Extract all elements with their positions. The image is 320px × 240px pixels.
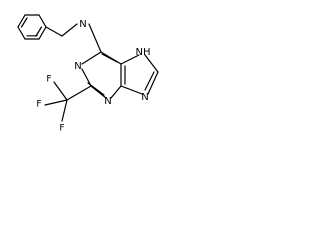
c2-n3-bond (90, 85, 107, 99)
molecule-structure: N N N NH N F F F (17, 14, 159, 134)
benzene-bond-4 (38, 26, 47, 40)
n9-c4-bond (120, 85, 143, 95)
benzene-bond-6 (17, 26, 26, 40)
c2-cf3-bond (66, 85, 92, 101)
amine-n-label: N (79, 19, 86, 30)
purine-nh-label: NH (136, 47, 151, 58)
n7-c8-bond (144, 54, 159, 73)
trifluoromethyl-group (44, 81, 92, 122)
c8-n9-double-bond (144, 71, 155, 91)
benzene-ring (17, 14, 47, 40)
cf3-f-bottom-bond (61, 99, 68, 122)
n3-c4-bond (110, 85, 122, 99)
purine-n9-label: N (141, 92, 148, 103)
fluorine-bottom-label: F (59, 124, 64, 134)
fluorine-left-label: F (36, 100, 41, 110)
c2-n3-double-bond (87, 82, 105, 96)
benzene-bond-1 (17, 14, 26, 28)
amine-link-bond (61, 23, 78, 37)
purine-n3-label: N (104, 96, 111, 107)
purine-five-ring (120, 54, 159, 95)
c5-c6-bond (100, 51, 122, 65)
benzyl-methylene-bond (45, 26, 63, 37)
cf3-f-top-bond (53, 81, 68, 101)
c6-n1-bond (81, 51, 102, 65)
purine-n1-label: N (74, 61, 81, 72)
c8-n9-bond (147, 71, 159, 95)
benzene-bond-3 (38, 14, 47, 28)
c5-c6-double-bond (101, 53, 118, 63)
n1-c2-bond (81, 68, 92, 87)
benzene-inner-bond-1 (20, 17, 28, 28)
fluorine-top-label: F (46, 75, 51, 85)
molecule-canvas: N N N NH N F F F (0, 0, 192, 141)
c5-n7-bond (120, 54, 140, 65)
purine-six-ring (81, 51, 126, 99)
cf3-f-left-bond (44, 99, 68, 106)
benzene-inner-bond-2 (35, 26, 43, 37)
amine-to-purine-bond (88, 23, 102, 53)
